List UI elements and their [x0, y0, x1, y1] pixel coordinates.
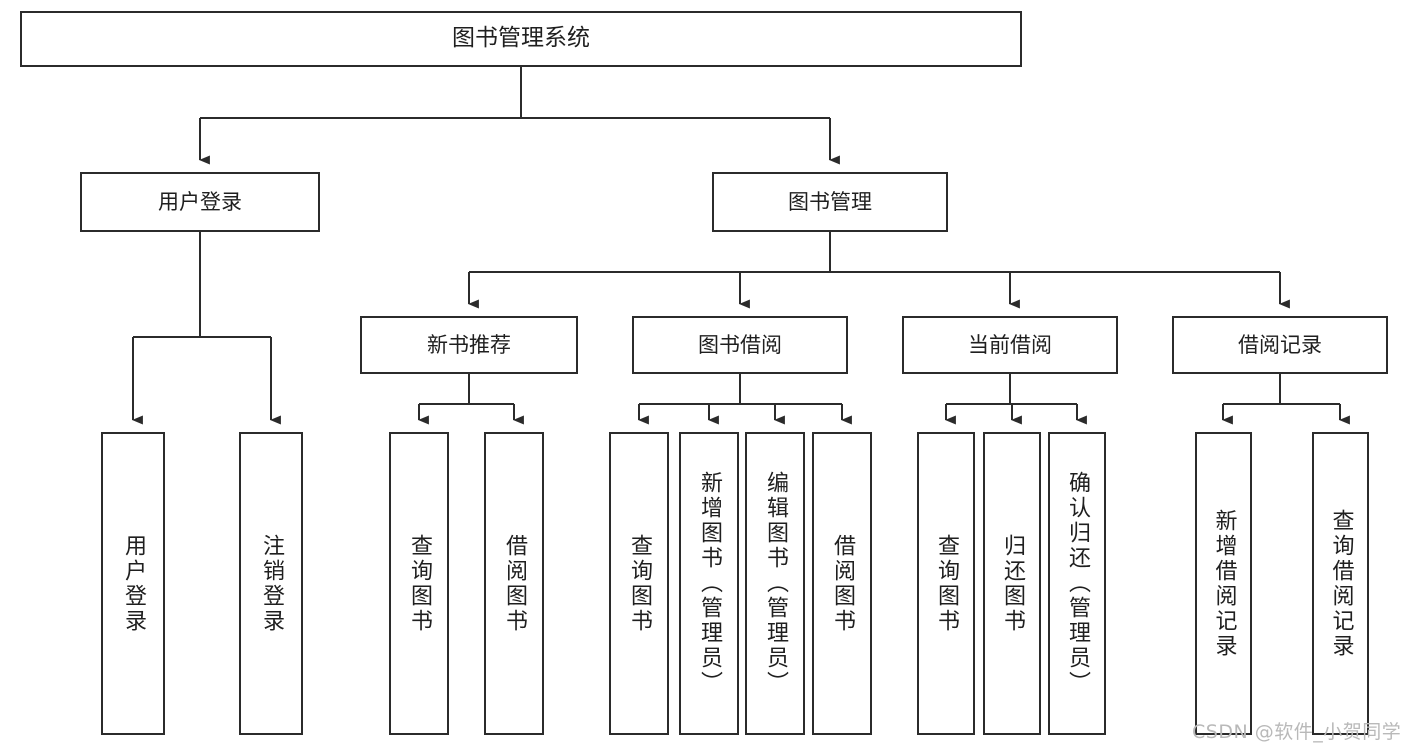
- node-book-management[interactable]: 图书管理: [712, 172, 948, 232]
- node-user-login[interactable]: 用户登录: [80, 172, 320, 232]
- leaf-user-login[interactable]: 用户登录: [101, 432, 165, 735]
- leaf-user-logout[interactable]: 注销登录: [239, 432, 303, 735]
- node-new-book-recommend[interactable]: 新书推荐: [360, 316, 578, 374]
- leaf-current-query-books-label: 查询图书: [934, 533, 959, 634]
- leaf-rec-borrow-books[interactable]: 借阅图书: [484, 432, 544, 735]
- node-borrow-record-label: 借阅记录: [1238, 332, 1322, 357]
- leaf-borrow-borrow-books[interactable]: 借阅图书: [812, 432, 872, 735]
- node-root-label: 图书管理系统: [452, 25, 590, 52]
- leaf-borrow-add-book-admin-label: 新增图书（管理员）: [697, 471, 722, 696]
- leaf-current-query-books[interactable]: 查询图书: [917, 432, 975, 735]
- leaf-borrow-query-books[interactable]: 查询图书: [609, 432, 669, 735]
- node-current-borrow-label: 当前借阅: [968, 332, 1052, 357]
- leaf-current-return-books-label: 归还图书: [1000, 533, 1025, 634]
- node-book-borrow[interactable]: 图书借阅: [632, 316, 848, 374]
- node-book-management-label: 图书管理: [788, 189, 872, 214]
- node-borrow-record[interactable]: 借阅记录: [1172, 316, 1388, 374]
- leaf-current-return-books[interactable]: 归还图书: [983, 432, 1041, 735]
- csdn-watermark: CSDN @软件_小贺同学: [1192, 721, 1402, 743]
- node-new-book-recommend-label: 新书推荐: [427, 332, 511, 357]
- leaf-rec-borrow-books-label: 借阅图书: [502, 533, 527, 634]
- leaf-user-login-label: 用户登录: [121, 533, 146, 634]
- leaf-borrow-borrow-books-label: 借阅图书: [830, 533, 855, 634]
- node-book-borrow-label: 图书借阅: [698, 332, 782, 357]
- leaf-borrow-query-books-label: 查询图书: [627, 533, 652, 634]
- leaf-borrow-edit-book-admin[interactable]: 编辑图书（管理员）: [745, 432, 805, 735]
- leaf-record-query-borrow-record-label: 查询借阅记录: [1328, 508, 1354, 659]
- leaf-current-confirm-return-admin[interactable]: 确认归还（管理员）: [1048, 432, 1106, 735]
- leaf-rec-query-books-label: 查询图书: [407, 533, 432, 634]
- leaf-rec-query-books[interactable]: 查询图书: [389, 432, 449, 735]
- leaf-borrow-edit-book-admin-label: 编辑图书（管理员）: [763, 471, 788, 696]
- node-current-borrow[interactable]: 当前借阅: [902, 316, 1118, 374]
- leaf-current-confirm-return-admin-label: 确认归还（管理员）: [1065, 471, 1090, 696]
- leaf-record-query-borrow-record[interactable]: 查询借阅记录: [1312, 432, 1369, 735]
- leaf-record-add-borrow-record-label: 新增借阅记录: [1211, 508, 1237, 659]
- leaf-record-add-borrow-record[interactable]: 新增借阅记录: [1195, 432, 1252, 735]
- node-root[interactable]: 图书管理系统: [20, 11, 1022, 67]
- leaf-borrow-add-book-admin[interactable]: 新增图书（管理员）: [679, 432, 739, 735]
- leaf-user-logout-label: 注销登录: [259, 533, 284, 634]
- node-user-login-label: 用户登录: [158, 189, 242, 214]
